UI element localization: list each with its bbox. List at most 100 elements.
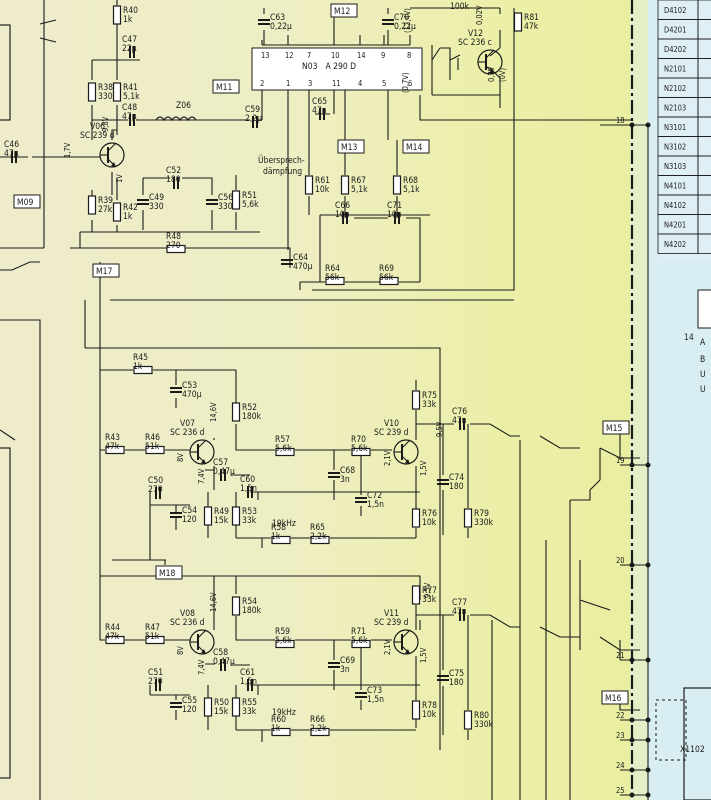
voltage-label: 2,1V [383,450,392,466]
transistor-name: V10 [384,419,399,429]
component-value: 120 [182,705,197,715]
voltages-layer: 9,8V1,7V1V(12,4V)0,02V0,7V(0V)(0,7V)14,6… [63,5,507,675]
component-value: 0,22µ [394,22,416,32]
component-name: R38 [98,83,113,93]
component-value: 0,47µ [213,467,235,477]
table-cell: D4102 [664,6,686,15]
component-value: 270 [148,677,163,687]
table-cell: N4101 [664,182,686,191]
connector-number: 23 [616,731,625,740]
component-value: 1,5n [367,695,384,705]
component-value: 270 [166,241,181,251]
component-value: 180k [242,412,262,422]
component-value: 47k [105,632,120,642]
ic-pin-top: 14 [357,51,366,60]
ic-pin-top: 13 [261,51,270,60]
component-name: R40 [123,6,138,16]
component-value: 330k [98,92,118,102]
connector-pin-21: 21 [616,651,651,663]
component-name: R54 [242,597,257,607]
component-name: R78 [422,701,437,711]
component-name: C49 [149,193,164,203]
component-name: C54 [182,506,197,516]
component-value: 5,1k [351,185,368,195]
ic-pin-bottom: 1 [286,79,290,88]
connector-number: 25 [616,786,625,795]
component-name: R45 [133,353,148,363]
voltage-label: (12,4V) [403,8,412,33]
ic-pin-bottom: 4 [358,79,362,88]
transistor-name: V11 [384,609,399,619]
component-name: C59 [245,105,260,115]
component-value: 330k [474,518,494,528]
marker-label: M12 [334,7,350,17]
marker-m12: M12 [330,3,358,18]
notes-layer: 100kZ06Übersprech-dämpfung19kHz19kHzX110… [176,2,705,755]
component-name: C57 [213,458,228,468]
transistor-name: V08 [180,609,195,619]
transistor-name: V12 [468,29,483,39]
connector-pin-19: 19 [616,456,651,468]
component-value: 180 [449,482,464,492]
table-cell: N3103 [664,162,686,171]
component-name: C66 [335,201,350,211]
partial-box-bottom-right [683,687,711,800]
component-value: 180 [166,175,181,185]
component-name: C61 [240,668,255,678]
component-name: R69 [379,264,394,274]
connector-number: 22 [616,711,625,720]
ic-pin-top: 10 [331,51,340,60]
component-name: R60 [271,715,286,725]
ic-pin-top: 12 [285,51,294,60]
component-value: 2,2k [310,532,327,542]
component-name: R61 [315,176,330,186]
marker-label: M09 [17,198,33,208]
ic-pin-bottom: 5 [382,79,386,88]
component-value: 330 [149,202,164,212]
component-value: 1,5n [240,677,257,687]
component-name: C53 [182,381,197,391]
transistor-type: SC 236 d [170,618,205,628]
component-value: 47µ [122,112,137,122]
component-name: R65 [310,523,325,533]
connector-pin-20: 20 [616,556,651,568]
component-name: C70 [394,13,409,23]
voltage-label: (0,7V) [401,72,410,93]
voltage-label: 0,7V [487,66,496,82]
component-name: C69 [340,656,355,666]
component-name: R47 [145,623,160,633]
component-name: R57 [275,435,290,445]
marker-m11: M11 [212,79,240,94]
component-name: C71 [387,201,402,211]
component-name: C58 [213,648,228,658]
voltage-label: 7,4V [197,659,206,675]
voltage-label: 2,1V [383,639,392,655]
component-value: 56k [379,273,394,283]
